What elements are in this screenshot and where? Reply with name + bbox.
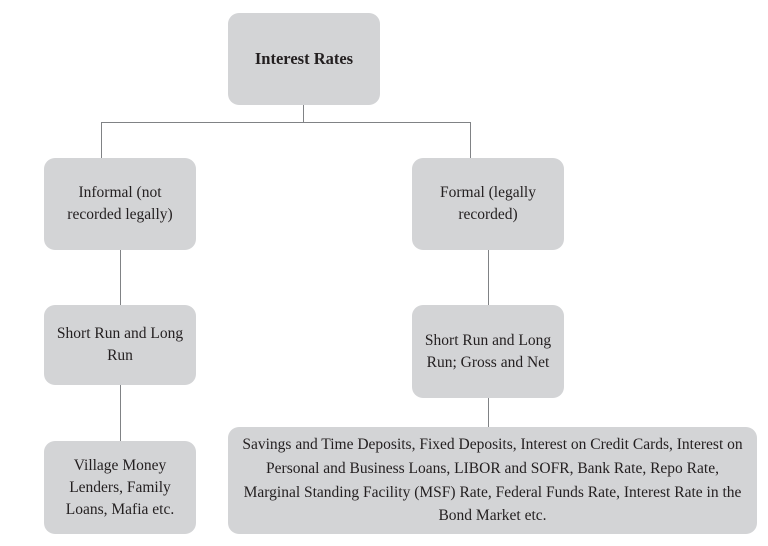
node-informal-examples-label: Village Money Lenders, Family Loans, Maf… [65,456,175,518]
connector-root-to-informal [101,122,103,158]
node-informal-label: Informal (not recorded legally) [67,184,173,223]
connector-root-stub [303,105,305,123]
node-informal-term-label: Short Run and Long Run [56,325,184,364]
node-formal: Formal (legally recorded) [412,158,564,250]
node-formal-examples-label: Savings and Time Deposits, Fixed Deposit… [242,436,743,525]
connector-root-split-bar [101,122,471,124]
node-formal-term: Short Run and Long Run; Gross and Net [412,305,564,398]
connector-informal-to-informal-term [120,250,122,305]
node-informal-term: Short Run and Long Run [44,305,196,385]
node-formal-term-label: Short Run and Long Run; Gross and Net [424,331,552,371]
connector-formal-to-formal-term [488,250,490,305]
node-interest-rates-label: Interest Rates [254,49,354,69]
node-formal-label: Formal (legally recorded) [440,184,536,223]
node-formal-examples: Savings and Time Deposits, Fixed Deposit… [228,427,757,534]
node-informal: Informal (not recorded legally) [44,158,196,250]
node-interest-rates: Interest Rates [228,13,380,105]
connector-root-to-formal [470,122,472,158]
node-informal-examples: Village Money Lenders, Family Loans, Maf… [44,441,196,534]
connector-informal-term-to-examples [120,385,122,441]
connector-formal-term-to-examples [488,398,490,427]
